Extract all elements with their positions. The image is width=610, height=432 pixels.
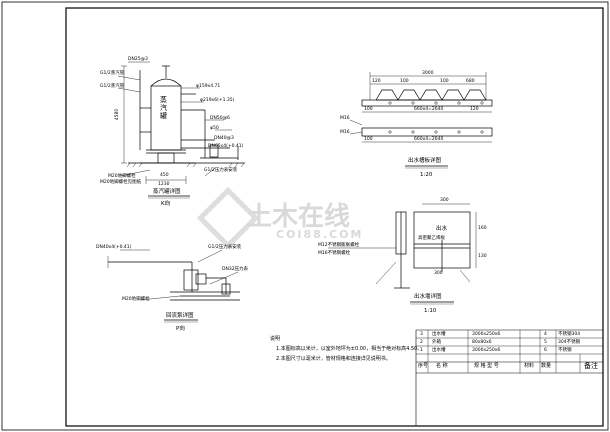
drawing-b-title: 出水槽板详图 [408, 158, 442, 164]
notes-heading: 说明 [270, 336, 281, 342]
label-b8: 660x4=2640 [414, 137, 444, 142]
table-header-no: 序号 [418, 363, 429, 369]
table-row-0-name: 出水槽 [432, 332, 446, 337]
drawing-d-scale: 1:10 [424, 308, 437, 314]
table-row-2-qty: 6 [544, 348, 547, 353]
label-a7: DN40@3 [214, 136, 234, 141]
table-row-1-spec: 80x80x6 [472, 340, 492, 345]
table-row-1-qty: 5 [544, 340, 547, 345]
table-row-1-note: 304不锈钢 [558, 340, 581, 345]
tank-top-dome [150, 78, 182, 87]
table-row-1-name: 外箱 [432, 340, 441, 345]
table-header-note: 备注 [584, 362, 598, 370]
label-a4: φ219x6(+1.35) [200, 98, 235, 103]
label-c3: M20地脚螺栓 [122, 297, 150, 302]
label-b11: 120 [470, 107, 479, 112]
label-a12: M20地脚螺栓见图纸 [100, 180, 142, 185]
drawing-b-trough-plate [349, 72, 493, 169]
label-b7: 100 [364, 137, 373, 142]
label-a14: 4580 [115, 108, 121, 121]
label-b5: 660x4=2640 [414, 107, 444, 112]
label-b1: 120 [372, 79, 381, 84]
drawing-d-title: 出水堰详图 [414, 294, 442, 300]
tank-label: 蒸汽罐 [160, 96, 167, 120]
label-a3: φ159x4.71 [196, 84, 221, 89]
label-d0: 300 [440, 198, 449, 203]
wave-profile [375, 89, 487, 101]
drawing-a-title: 蒸汽罐详图 [153, 189, 181, 195]
label-b9: M16 [340, 116, 350, 121]
drawing-b-scale: 1:20 [420, 172, 433, 178]
drawing-d-outlet-weir [328, 203, 477, 305]
label-a2: G1/2蒸汽管 [100, 84, 125, 89]
label-a5: DN50@6 [210, 116, 230, 121]
label-b2: 100 [400, 79, 409, 84]
label-c0: DN40x4(+0.41) [96, 245, 132, 250]
table-header-qty: 数量 [541, 363, 552, 369]
table-row-0-qty: 4 [544, 332, 547, 337]
drawing-c-return-pump [107, 249, 240, 323]
label-b10: M16 [340, 130, 350, 135]
label-d6: 300 [434, 271, 443, 276]
drawing-c-scale: P向 [176, 326, 185, 332]
label-b0: 3000 [422, 71, 434, 76]
table-row-0-spec: 3000x250x6 [472, 332, 501, 337]
notes-item-2: 2.本图尺寸以毫米计，管材规格和连接详见说明书。 [276, 356, 391, 362]
label-d1: 160 [478, 226, 487, 231]
table-row-2-name: 出水槽 [432, 348, 446, 353]
table-header-unit: 材料 [524, 363, 535, 369]
table-row-0-no: 3 [420, 332, 423, 337]
label-a10: 450 [160, 173, 169, 178]
label-a6: φ50 [210, 126, 219, 131]
watermark-site: COI88.COM [276, 228, 364, 241]
label-a13: G1/2压力表安装 [204, 168, 238, 173]
table-row-1-no: 2 [420, 340, 423, 345]
table-header-name: 名 称 [436, 363, 448, 369]
label-a0: DN25@3 [128, 57, 148, 62]
notes-item-1: 1.本图标高以米计，以室外地坪为±0.00，相当于绝对标高4.50。 [276, 346, 423, 352]
label-d2: 130 [478, 254, 487, 259]
label-b4: 680 [466, 79, 475, 84]
table-row-2-no: 1 [420, 348, 423, 353]
label-d5: M16不锈钢螺栓 [318, 251, 351, 256]
drawing-c-title: 回流泵详图 [166, 313, 194, 319]
drawing-a-steam-tank [117, 61, 245, 199]
label-a11: M20地脚螺栓 [108, 174, 136, 179]
label-b3: 100 [440, 79, 449, 84]
label-d3: M12不锈钢膨胀螺栓 [318, 243, 360, 248]
table-row-2-spec: 3000x250x6 [472, 348, 501, 353]
label-b6: 100 [364, 107, 373, 112]
label-c1: G1/2压力表安装 [208, 245, 242, 250]
label-d4: 高密聚乙烯板 [418, 236, 445, 241]
drawing-a-scale: K向 [161, 201, 171, 207]
inner-frame [65, 7, 604, 427]
table-row-0-note: 不锈钢304 [558, 332, 581, 337]
label-c2: DN32压力表 [222, 267, 249, 272]
label-a1: G1/2蒸汽管 [100, 71, 125, 76]
table-row-2-note: 不锈钢 [558, 348, 572, 353]
material-table-grid [415, 329, 603, 426]
label-a8: DN65x4(+0.41) [208, 144, 244, 149]
label-a9: 1230 [158, 182, 170, 187]
watermark-brand: 土木在线 [246, 202, 351, 232]
weir-label: 出水 [436, 226, 448, 232]
table-header-spec: 规 格 型 号 [474, 363, 499, 369]
